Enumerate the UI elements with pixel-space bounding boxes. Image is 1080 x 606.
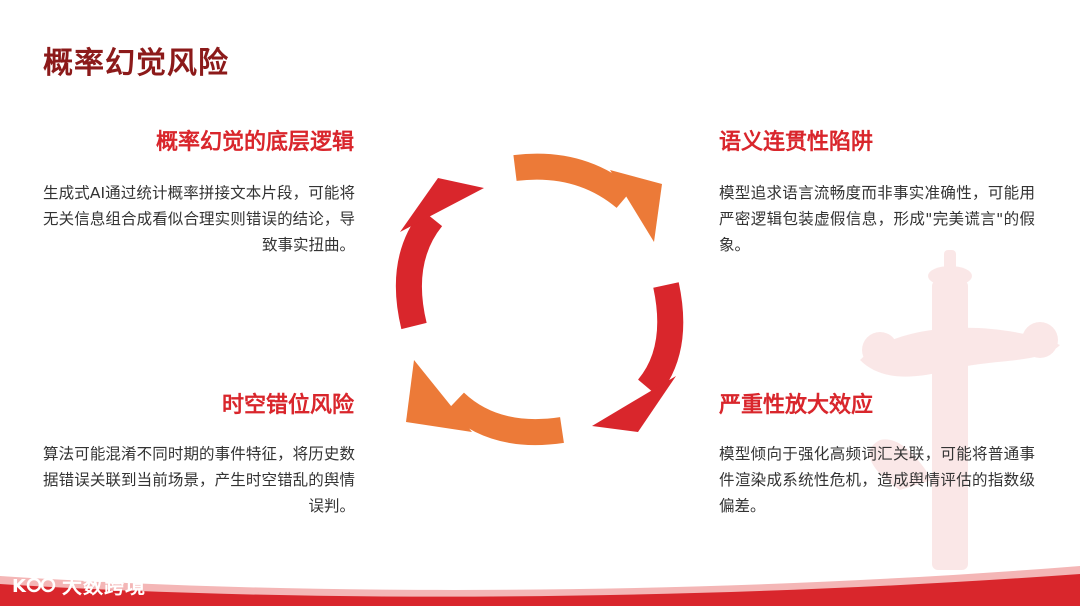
box-body-bottom-left: 算法可能混淆不同时期的事件特征，将历史数据错误关联到当前场景，产生时空错乱的舆情… <box>43 441 355 519</box>
box-heading-top-right: 语义连贯性陷阱 <box>719 124 873 156</box>
box-body-top-left: 生成式AI通过统计概率拼接文本片段，可能将无关信息组合成看似合理实则错误的结论，… <box>43 180 355 258</box>
box-body-bottom-right: 模型倾向于强化高频词汇关联，可能将普通事件渲染成系统性危机，造成舆情评估的指数级… <box>719 441 1035 519</box>
huabiao-monument-icon <box>840 240 1080 570</box>
brand-logo-icon: K <box>12 573 58 597</box>
page-title: 概率幻觉风险 <box>43 38 229 82</box>
cycle-arrow-right-icon <box>592 285 676 432</box>
footer-wave <box>0 556 1080 606</box>
brand-logo: K 大数跨境 <box>12 570 146 599</box>
cycle-diagram <box>380 140 700 460</box>
cycle-arrow-top-icon <box>515 167 662 242</box>
cycle-arrow-left-icon <box>400 178 484 326</box>
svg-text:K: K <box>12 576 27 597</box>
brand-logo-text: 大数跨境 <box>62 570 146 599</box>
box-heading-top-left: 概率幻觉的底层逻辑 <box>156 124 354 156</box>
box-body-top-right: 模型追求语言流畅度而非事实准确性，可能用严密逻辑包装虚假信息，形成"完美谎言"的… <box>719 180 1035 258</box>
box-heading-bottom-left: 时空错位风险 <box>222 387 354 419</box>
box-heading-bottom-right: 严重性放大效应 <box>719 387 873 419</box>
cycle-arrow-bottom-icon <box>406 360 562 432</box>
